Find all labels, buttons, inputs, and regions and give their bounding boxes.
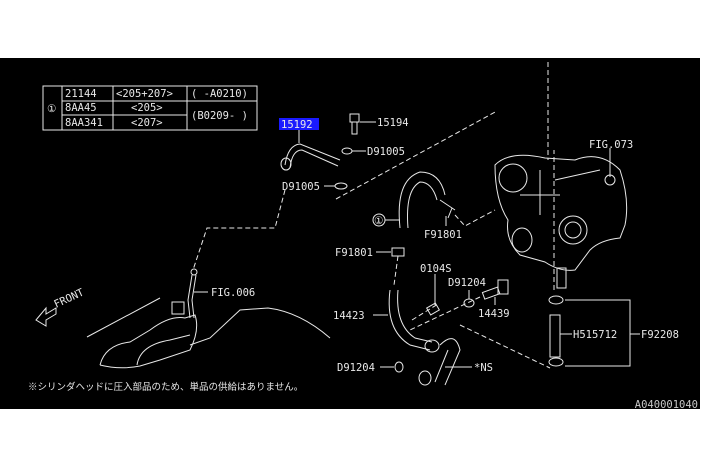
part-d91204-bottom-label[interactable]: D91204 <box>337 362 375 374</box>
table-model-1: <205+207> <box>116 88 173 100</box>
diagram-id: A040001040 <box>634 399 698 411</box>
part-d91204-top-label[interactable]: D91204 <box>448 277 486 289</box>
table-ref-marker: ① <box>47 103 57 115</box>
parts-diagram: ① 21144 <205+207> ( -A0210) 8AA45 <205> … <box>0 58 700 409</box>
diagram-svg: ① 21144 <205+207> ( -A0210) 8AA45 <205> … <box>28 62 679 393</box>
pipe-14423 <box>388 289 433 351</box>
cylinder-head-outline <box>86 297 331 369</box>
table-model-3: <207> <box>131 117 163 129</box>
front-direction-indicator: FRONT <box>35 286 87 327</box>
oil-pipe-15192 <box>284 143 341 169</box>
part-15192-label[interactable]: 15192 <box>281 119 313 131</box>
part-14423-label[interactable]: 14423 <box>333 310 365 322</box>
part-d91005-left-label[interactable]: D91005 <box>282 181 320 193</box>
part-f92208-label[interactable]: F92208 <box>641 329 679 341</box>
front-label: FRONT <box>52 286 86 311</box>
part-f91801-right-label[interactable]: F91801 <box>424 229 462 241</box>
table-model-2: <205> <box>131 102 163 114</box>
footnote: ※シリンダヘッドに圧入部品のため、単品の供給はありません。 <box>28 381 303 393</box>
part-f91801-left-label[interactable]: F91801 <box>335 247 373 259</box>
table-part-2[interactable]: 8AA45 <box>65 102 97 114</box>
table-part-3[interactable]: 8AA341 <box>65 117 103 129</box>
part-h515712-label[interactable]: H515712 <box>573 329 617 341</box>
turbocharger <box>494 154 628 289</box>
part-0104s-label[interactable]: 0104S <box>420 263 452 275</box>
part-d91005-top-label[interactable]: D91005 <box>367 146 405 158</box>
table-part-1[interactable]: 21144 <box>65 88 97 100</box>
fig-073-link[interactable]: FIG.073 <box>589 139 633 151</box>
table-range-2: (B0209- ) <box>191 110 248 122</box>
front-arrow-icon <box>35 306 57 327</box>
part-15194-label[interactable]: 15194 <box>377 117 409 129</box>
part-ns-label[interactable]: *NS <box>474 362 493 374</box>
hose-1 <box>398 171 446 229</box>
part-14439-label[interactable]: 14439 <box>478 308 510 320</box>
applicability-table: ① 21144 <205+207> ( -A0210) 8AA45 <205> … <box>42 85 258 131</box>
fig-006-link[interactable]: FIG.006 <box>211 287 255 299</box>
table-range-1: ( -A0210) <box>191 88 248 100</box>
hose-ref-marker: ① <box>374 215 384 227</box>
selected-highlight <box>279 118 319 130</box>
